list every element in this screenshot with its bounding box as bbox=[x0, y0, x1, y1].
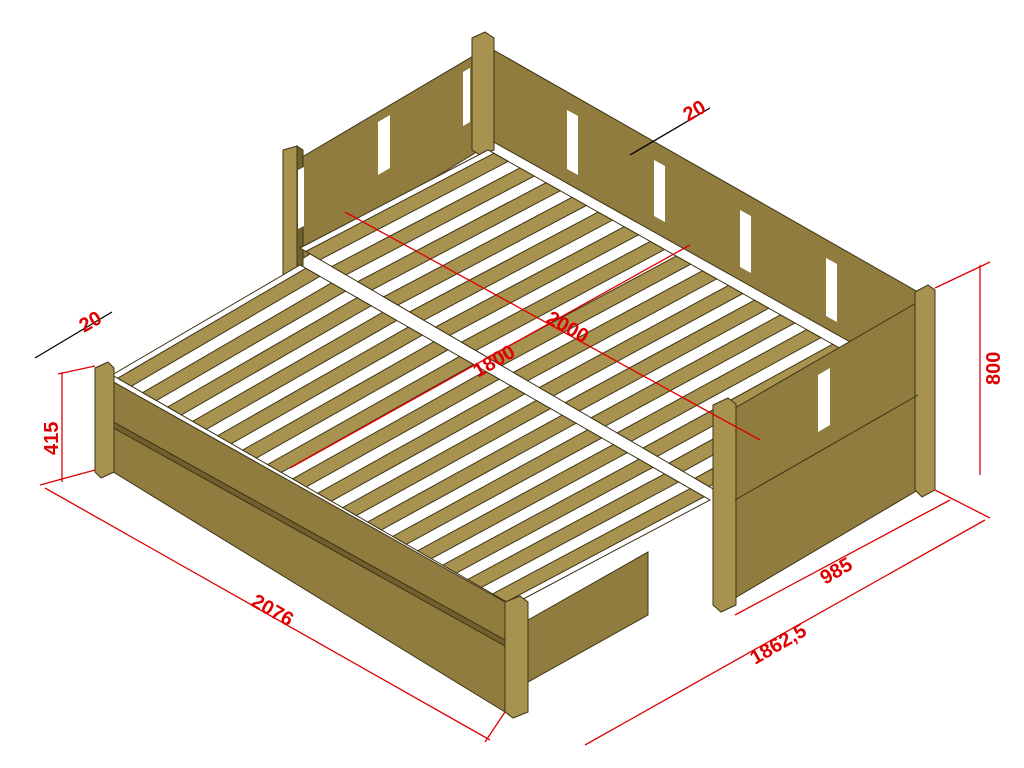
slat bbox=[330, 167, 536, 276]
slat bbox=[538, 284, 744, 397]
slat bbox=[391, 429, 603, 545]
slat bbox=[616, 328, 822, 442]
slat bbox=[366, 414, 578, 531]
slat bbox=[486, 255, 692, 367]
slat bbox=[590, 314, 796, 427]
slat bbox=[382, 196, 588, 306]
slat bbox=[291, 370, 501, 488]
slat bbox=[434, 226, 640, 336]
slat bbox=[191, 311, 398, 430]
slat bbox=[512, 270, 718, 382]
trundle-slat-deck bbox=[111, 264, 712, 606]
dim-label-2076: 2076 bbox=[248, 590, 298, 631]
slat bbox=[416, 443, 629, 560]
slat bbox=[441, 458, 655, 574]
dim-label-985: 985 bbox=[817, 554, 857, 590]
slat bbox=[460, 240, 666, 352]
slat bbox=[466, 473, 680, 588]
front-right-headboard bbox=[712, 284, 936, 613]
slat bbox=[241, 341, 449, 459]
slat bbox=[408, 211, 614, 321]
slat bbox=[491, 488, 706, 603]
slat bbox=[304, 152, 510, 261]
dim-label-1862-5: 1862,5 bbox=[747, 620, 811, 670]
dim-label-20-left: 20 bbox=[76, 307, 106, 337]
dimension-thickness-left: 20 bbox=[34, 307, 113, 359]
dimension-height: 800 bbox=[934, 261, 1005, 475]
slat bbox=[216, 326, 424, 445]
slat bbox=[356, 182, 562, 291]
dim-label-800: 800 bbox=[983, 352, 1005, 385]
slat bbox=[166, 297, 373, 416]
slat bbox=[341, 399, 552, 517]
dim-label-415: 415 bbox=[41, 422, 63, 455]
back-left-headboard bbox=[282, 51, 481, 277]
dimension-trundle-height: 415 bbox=[41, 365, 96, 482]
slat bbox=[116, 267, 321, 387]
slat bbox=[564, 299, 770, 412]
dim-label-20-top: 20 bbox=[680, 96, 710, 126]
slat bbox=[266, 355, 475, 473]
slat bbox=[316, 385, 526, 502]
slat bbox=[141, 282, 347, 402]
